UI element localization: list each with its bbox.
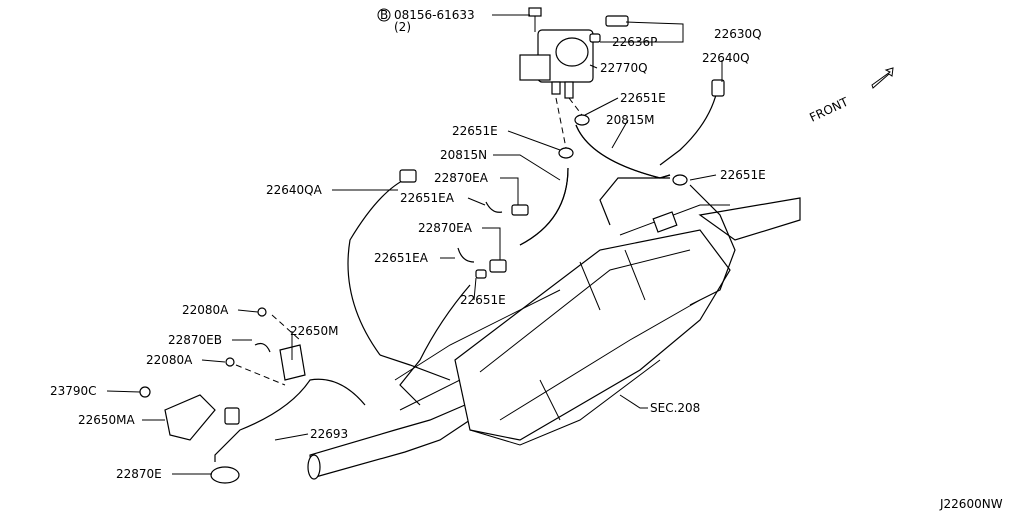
bolt-prefix: B <box>380 8 388 22</box>
label-22636P: 22636P <box>612 35 657 49</box>
label-22651E-b: 22651E <box>452 124 498 138</box>
label-22640QA: 22640QA <box>266 183 323 197</box>
label-bolt-qty: (2) <box>394 20 411 34</box>
label-sec-208: SEC.208 <box>650 401 700 415</box>
label-22651E-a: 22651E <box>620 91 666 105</box>
label-20815M: 20815M <box>606 113 655 127</box>
label-08156-61633: 08156-61633 <box>394 8 475 22</box>
clamps <box>457 201 529 279</box>
exhaust-assembly <box>307 197 801 480</box>
pressure-sensor-assembly <box>519 7 629 99</box>
label-22640Q: 22640Q <box>702 51 750 65</box>
diagram-id: J22600NW <box>939 497 1003 511</box>
label-22870EA-a: 22870EA <box>434 171 489 185</box>
label-22630Q: 22630Q <box>714 27 762 41</box>
label-23790C: 23790C <box>50 384 97 398</box>
vacuum-hoses <box>519 114 736 306</box>
label-22651E-d: 22651E <box>460 293 506 307</box>
label-22650M: 22650M <box>290 324 339 338</box>
label-22651EA-a: 22651EA <box>400 191 455 205</box>
label-22650MA: 22650MA <box>78 413 136 427</box>
label-22651E-c: 22651E <box>720 168 766 182</box>
label-front: FRONT <box>807 94 851 124</box>
label-20815N: 20815N <box>440 148 487 162</box>
sensor-brackets <box>139 307 306 441</box>
label-22080A-b: 22080A <box>146 353 193 367</box>
label-22870EB: 22870EB <box>168 333 222 347</box>
leader-lines <box>106 14 723 475</box>
front-arrow-icon <box>871 67 894 89</box>
label-22770Q: 22770Q <box>600 61 648 75</box>
label-22080A-a: 22080A <box>182 303 229 317</box>
bolt-prefix-circle <box>377 8 391 22</box>
label-22870E: 22870E <box>116 467 162 481</box>
label-22651EA-b: 22651EA <box>374 251 429 265</box>
label-22870EA-b: 22870EA <box>418 221 473 235</box>
label-22693: 22693 <box>310 427 348 441</box>
